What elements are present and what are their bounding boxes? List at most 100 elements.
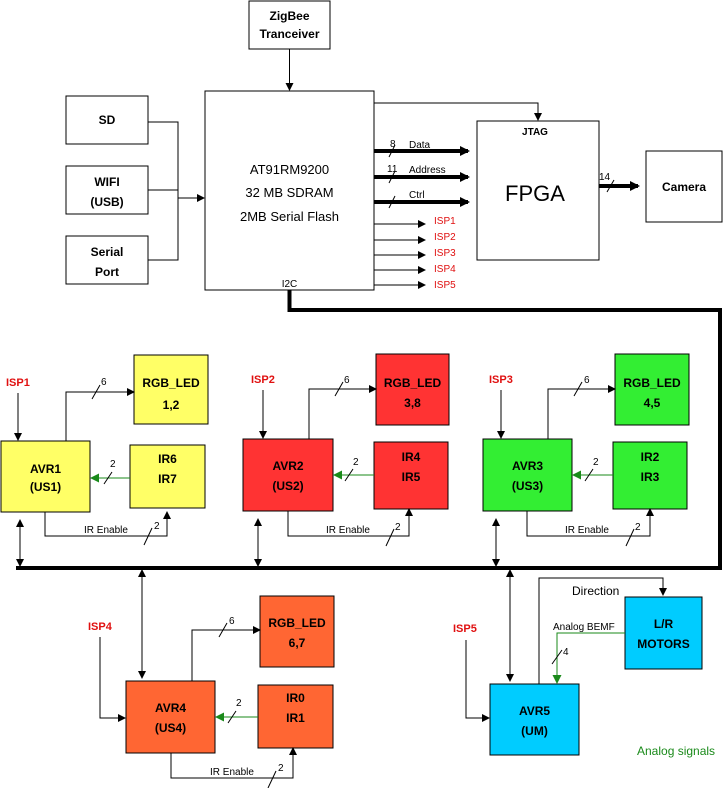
ir-enable-1-connector <box>44 511 171 537</box>
rgb-led-4-label-line1: RGB_LED <box>268 616 326 630</box>
avr3-label-line1: AVR3 <box>512 459 543 473</box>
wifi-label-line1: WIFI <box>94 175 119 189</box>
data-bus-width: 8 <box>390 139 396 150</box>
ir0-ir1-box <box>257 684 334 749</box>
ir3-label: IR3 <box>641 470 660 484</box>
avr4-rgb-bus-width: 6 <box>229 616 235 627</box>
isp1-out-label: ISP1 <box>434 216 456 227</box>
zigbee-label-line2: Tranceiver <box>259 27 319 41</box>
zigbee-box <box>248 0 331 50</box>
ir6-ir7-box <box>129 444 206 509</box>
zigbee-label-line1: ZigBee <box>269 9 309 23</box>
sd-label: SD <box>99 113 116 127</box>
ir-enable-2-slash <box>385 528 395 547</box>
avr1-label-line2: (US1) <box>30 480 61 494</box>
lr-motors-box <box>624 596 703 670</box>
ir-enable-4-width: 2 <box>278 763 284 774</box>
ir4-bus-width: 2 <box>236 698 242 709</box>
ir7-label: IR7 <box>158 472 177 486</box>
isp5-in-arrow <box>465 640 490 722</box>
jtag-connector <box>374 102 542 121</box>
ir3-bus-width: 2 <box>593 457 599 468</box>
bemf-slash <box>551 649 563 665</box>
address-bus-label: Address <box>409 165 446 176</box>
avr2-rgb-bus-width: 6 <box>344 375 350 386</box>
analog-signals-legend: Analog signals <box>637 744 715 758</box>
direction-label: Direction <box>572 584 619 598</box>
ctrl-bus-label: Ctrl <box>409 190 425 201</box>
fpga-box <box>476 120 600 261</box>
camera-bus-width: 14 <box>599 172 611 183</box>
serial-label-line2: Port <box>95 265 119 279</box>
avr1-box <box>0 440 91 513</box>
avr3-to-rgb-connector <box>547 385 616 439</box>
isp2-out-label: ISP2 <box>434 232 456 243</box>
avr2-label-line1: AVR2 <box>272 459 303 473</box>
rgb-led-2-label-line1: RGB_LED <box>384 376 442 390</box>
avr1-rgb-slash <box>91 384 101 400</box>
isp2-label: ISP2 <box>251 374 275 386</box>
ir2-ir3-box <box>612 441 688 510</box>
data-bus-slash <box>388 144 396 158</box>
cpu-label-line2: 32 MB SDRAM <box>245 185 333 200</box>
ir-enable-2-connector <box>287 508 413 537</box>
avr1-rgb-bus-width: 6 <box>101 377 107 388</box>
avr3-rgb-bus-width: 6 <box>584 375 590 386</box>
i2c-label: I2C <box>282 279 298 290</box>
isp4-in-arrow <box>99 637 126 722</box>
ir-enable-2-width: 2 <box>395 522 401 533</box>
ir-enable-4-connector <box>170 747 297 779</box>
ir3-signal-slash <box>584 468 594 482</box>
cpu-label-line1: AT91RM9200 <box>250 162 329 177</box>
ir-enable-3-slash <box>625 528 635 547</box>
isp5-out-label: ISP5 <box>434 280 456 291</box>
avr4-to-rgb-connector <box>191 626 261 681</box>
address-bus-width: 11 <box>387 164 398 175</box>
address-bus-slash <box>388 170 396 184</box>
avr3-rgb-slash <box>573 381 583 397</box>
rgb-led-4-label-line2: 6,7 <box>289 636 306 650</box>
sd-connector <box>148 121 179 198</box>
ir-enable-2-label: IR Enable <box>326 525 370 536</box>
avr5-label-line1: AVR5 <box>519 704 550 718</box>
rgb-led-6-7-box <box>259 595 335 668</box>
ir1-bus-width: 2 <box>110 459 116 470</box>
avr5-box <box>489 683 580 756</box>
camera-label: Camera <box>662 180 706 194</box>
ir4-signal-slash <box>227 710 237 724</box>
rgb-led-1-label-line1: RGB_LED <box>142 376 200 390</box>
fpga-label: FPGA <box>505 181 565 206</box>
camera-bus-slash <box>606 179 615 193</box>
bemf-bus-width: 4 <box>563 647 569 658</box>
rgb-led-1-label-line2: 1,2 <box>163 398 180 412</box>
avr3-box <box>482 438 573 512</box>
ir-enable-3-label: IR Enable <box>565 525 609 536</box>
ir2-signal-slash <box>344 468 354 482</box>
ir-enable-4-slash <box>267 770 277 788</box>
avr4-label-line1: AVR4 <box>155 701 186 715</box>
ir-enable-4-label: IR Enable <box>210 767 254 778</box>
ir2-bus-width: 2 <box>353 457 359 468</box>
avr2-label-line2: (US2) <box>272 479 303 493</box>
ir2-label: IR2 <box>641 450 660 464</box>
wifi-label-line2: (USB) <box>90 195 123 209</box>
ir5-label: IR5 <box>402 470 421 484</box>
avr4-box <box>125 680 216 754</box>
jtag-label: JTAG <box>522 127 548 138</box>
ir4-label: IR4 <box>402 450 421 464</box>
isp4-label: ISP4 <box>88 621 113 633</box>
avr1-to-rgb-connector <box>65 388 135 441</box>
ir-enable-1-width: 2 <box>154 521 160 532</box>
sd-box <box>65 95 149 145</box>
direction-connector <box>538 577 667 684</box>
motors-label-line2: MOTORS <box>637 637 689 651</box>
rgb-led-2-label-line2: 3,8 <box>404 396 421 410</box>
isp1-label: ISP1 <box>6 377 30 389</box>
avr3-label-line2: (US3) <box>512 479 543 493</box>
isp5-label: ISP5 <box>453 623 477 635</box>
serial-label-line1: Serial <box>91 245 124 259</box>
serial-connector <box>148 198 179 261</box>
avr5-label-line2: (UM) <box>521 724 548 738</box>
ir6-label: IR6 <box>158 452 177 466</box>
